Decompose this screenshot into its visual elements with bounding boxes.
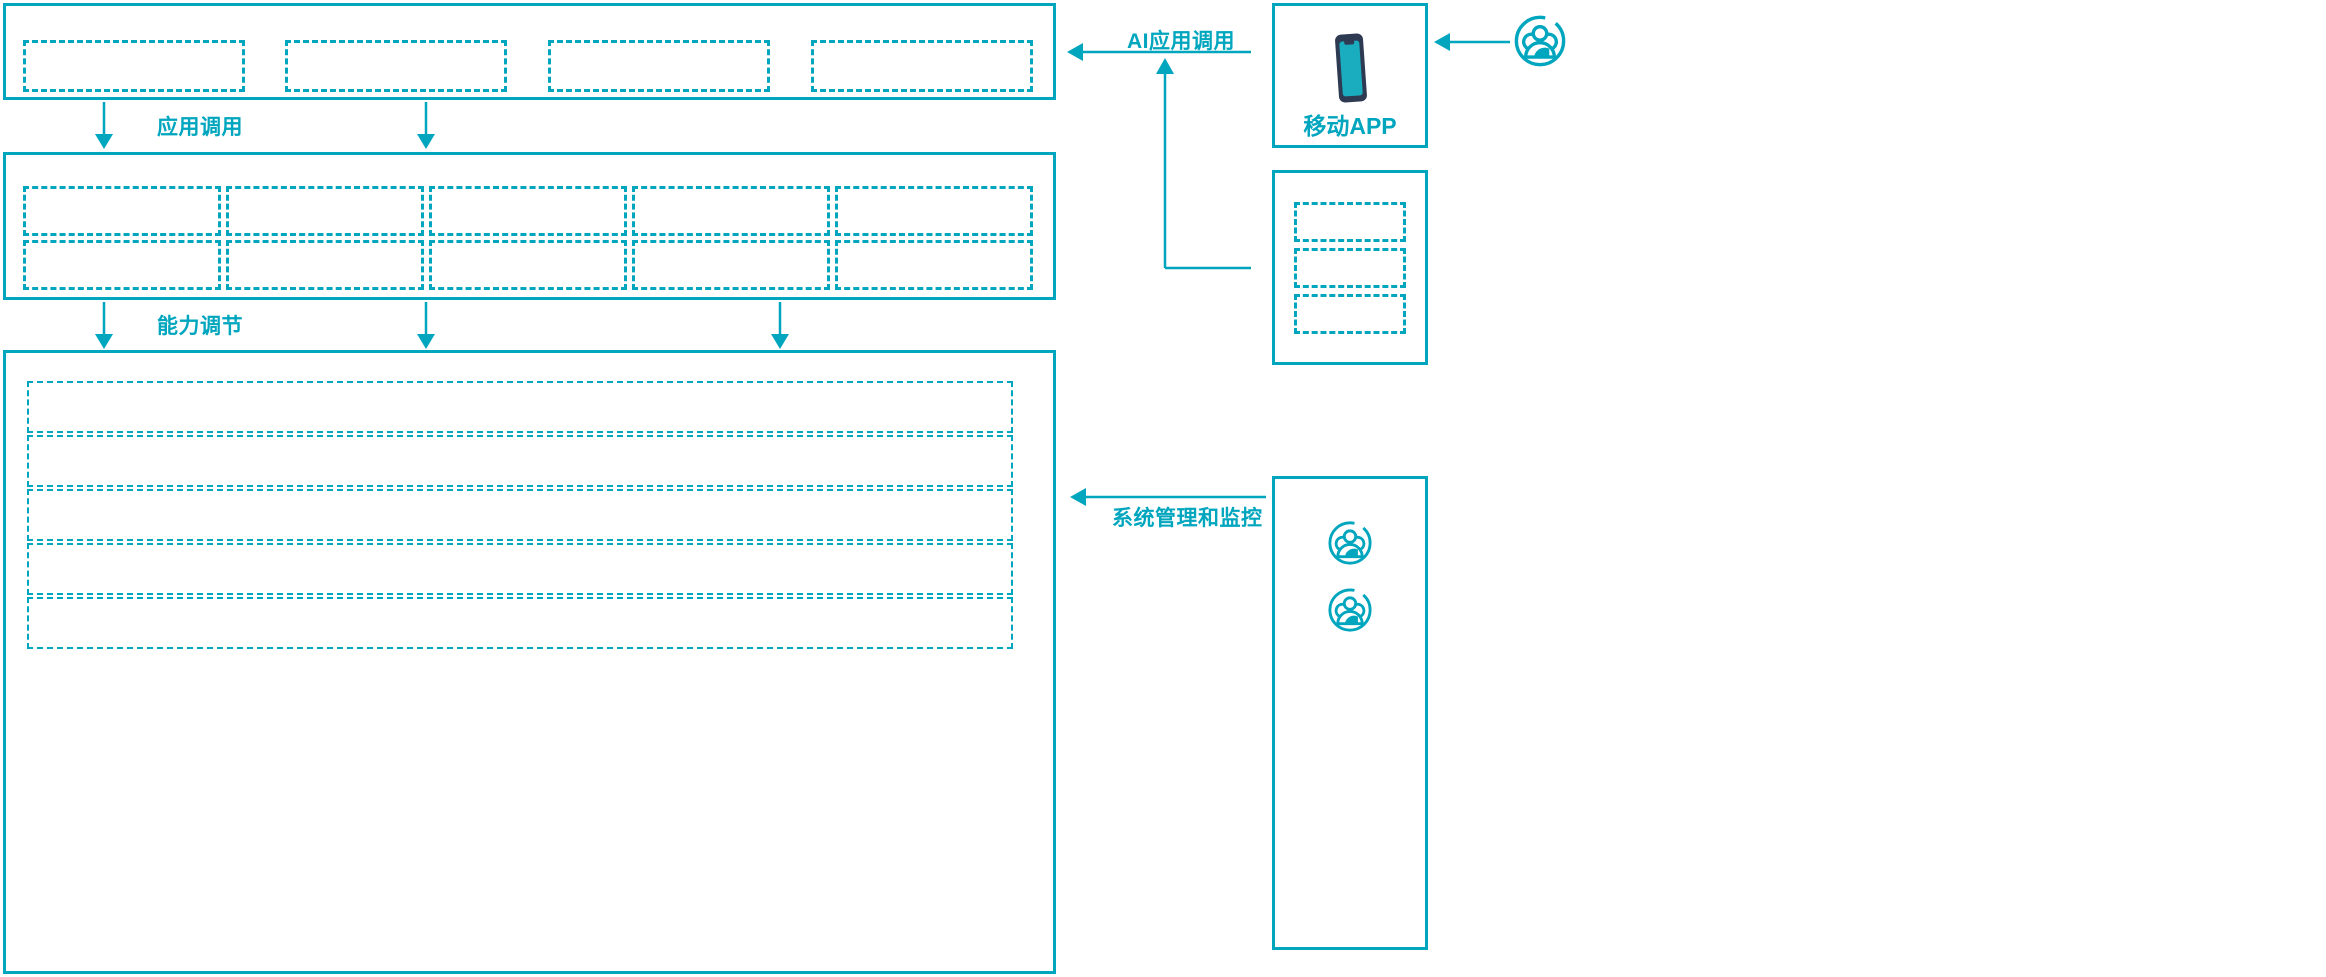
capability-slot-r1c4[interactable] — [632, 186, 830, 236]
app-call-label: 应用调用 — [157, 116, 243, 139]
capability-slot-r2c1[interactable] — [23, 240, 221, 290]
capability-layer-panel — [3, 152, 1056, 300]
application-slot-2[interactable] — [285, 40, 507, 92]
mobile-app-node[interactable] — [1272, 3, 1428, 148]
capability-slot-r2c2[interactable] — [226, 240, 424, 290]
capability-slot-r1c3[interactable] — [429, 186, 627, 236]
service-list-slot-1[interactable] — [1294, 202, 1406, 242]
ai-app-call-label: AI应用调用 — [1127, 30, 1235, 53]
application-layer-panel — [3, 3, 1056, 100]
user-group-icon — [1328, 521, 1372, 565]
smartphone-icon — [1335, 33, 1367, 103]
capability-tuning-arrow-2 — [417, 302, 435, 349]
service-list-slot-3[interactable] — [1294, 294, 1406, 334]
application-slot-3[interactable] — [548, 40, 770, 92]
platform-row-3[interactable] — [27, 489, 1013, 541]
capability-slot-r2c5[interactable] — [835, 240, 1033, 290]
system-admin-monitor-arrow — [1070, 488, 1266, 506]
mobile-app-label: 移动APP — [1303, 113, 1397, 139]
platform-row-1[interactable] — [27, 381, 1013, 433]
capability-slot-r1c1[interactable] — [23, 186, 221, 236]
application-slot-1[interactable] — [23, 40, 245, 92]
capability-slot-r2c4[interactable] — [632, 240, 830, 290]
capability-tuning-arrow-3 — [771, 302, 789, 349]
user-group-icon — [1328, 588, 1372, 632]
platform-row-2[interactable] — [27, 435, 1013, 487]
capability-tuning-arrow-1 — [95, 302, 113, 349]
platform-row-4[interactable] — [27, 543, 1013, 595]
capability-slot-r1c5[interactable] — [835, 186, 1033, 236]
ai-app-call-arrow — [1067, 43, 1251, 270]
application-slot-4[interactable] — [811, 40, 1033, 92]
app-call-arrow-left — [95, 102, 113, 149]
user-group-icon — [1514, 15, 1566, 67]
platform-row-5[interactable] — [27, 597, 1013, 649]
capability-slot-r2c3[interactable] — [429, 240, 627, 290]
system-admin-monitor-label: 系统管理和监控 — [1112, 507, 1263, 530]
service-list-slot-2[interactable] — [1294, 248, 1406, 288]
capability-tuning-label: 能力调节 — [157, 315, 243, 338]
end-user-to-mobile-arrow — [1434, 33, 1510, 51]
platform-layer-panel — [3, 350, 1056, 974]
capability-slot-r1c2[interactable] — [226, 186, 424, 236]
app-call-arrow-right — [417, 102, 435, 149]
